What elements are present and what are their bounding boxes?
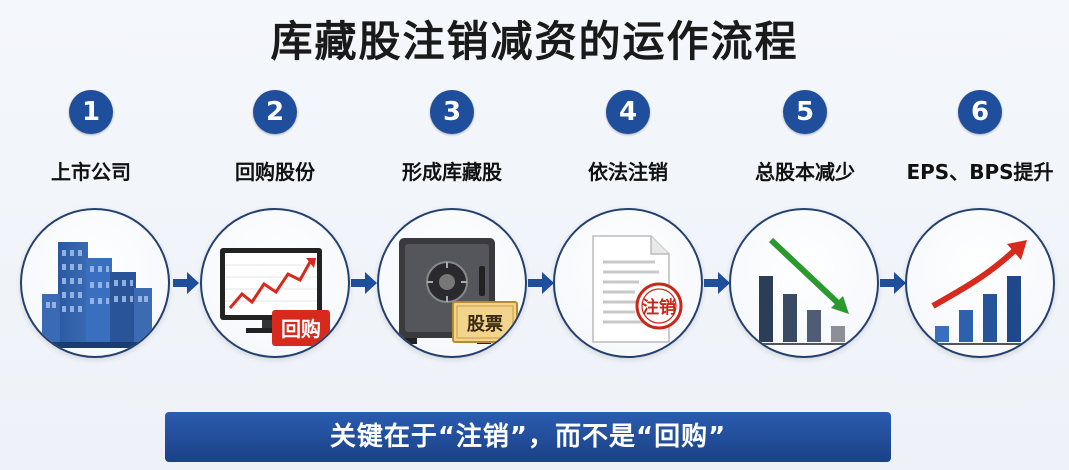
step-4: 4 依法注销 (543, 90, 713, 185)
rising-bars-icon (929, 240, 1029, 345)
declining-bars-icon (753, 237, 853, 345)
arrow-right-icon (704, 272, 730, 294)
step-6: 6 EPS、BPS提升 (895, 90, 1065, 185)
key-point-banner: 关键在于“注销”，而不是“回购” (165, 412, 891, 462)
step-2-circle: 回购 (200, 208, 350, 358)
arrow-right-icon (528, 272, 554, 294)
step-number: 6 (958, 90, 1002, 134)
stock-badge-text: 股票 (466, 314, 503, 335)
step-label: EPS、BPS提升 (906, 160, 1054, 184)
step-1: 1 上市公司 (6, 90, 176, 185)
arrow-right-icon (351, 272, 377, 294)
page-title: 库藏股注销减资的运作流程 (270, 17, 799, 66)
step-4-circle: 注销 (553, 208, 703, 358)
step-number: 3 (430, 90, 474, 134)
buyback-badge-text: 回购 (281, 317, 321, 341)
step-5: 5 总股本减少 (720, 90, 890, 185)
office-buildings-icon (36, 242, 158, 348)
step-number: 4 (606, 90, 650, 134)
rising-chart-monitor-icon: 回购 (220, 248, 330, 346)
step-label: 依法注销 (588, 160, 668, 184)
step-number: 1 (69, 90, 113, 134)
document-stamp-icon: 注销 (592, 235, 683, 343)
step-6-circle (905, 208, 1055, 358)
arrow-right-icon (173, 272, 199, 294)
step-number: 2 (253, 90, 297, 134)
step-label: 回购股份 (235, 160, 315, 184)
arrow-right-icon (880, 272, 906, 294)
step-2: 2 回购股份 (190, 90, 360, 185)
step-number: 5 (783, 90, 827, 134)
step-label: 上市公司 (51, 160, 131, 184)
step-label: 形成库藏股 (402, 160, 502, 184)
step-5-circle (729, 208, 879, 358)
step-1-circle (20, 208, 170, 358)
safe-icon: 股票 (399, 238, 518, 344)
step-label: 总股本减少 (755, 160, 855, 184)
step-3-circle: 股票 (377, 208, 527, 358)
step-3: 3 形成库藏股 (367, 90, 537, 185)
cancel-stamp-text: 注销 (642, 297, 676, 318)
